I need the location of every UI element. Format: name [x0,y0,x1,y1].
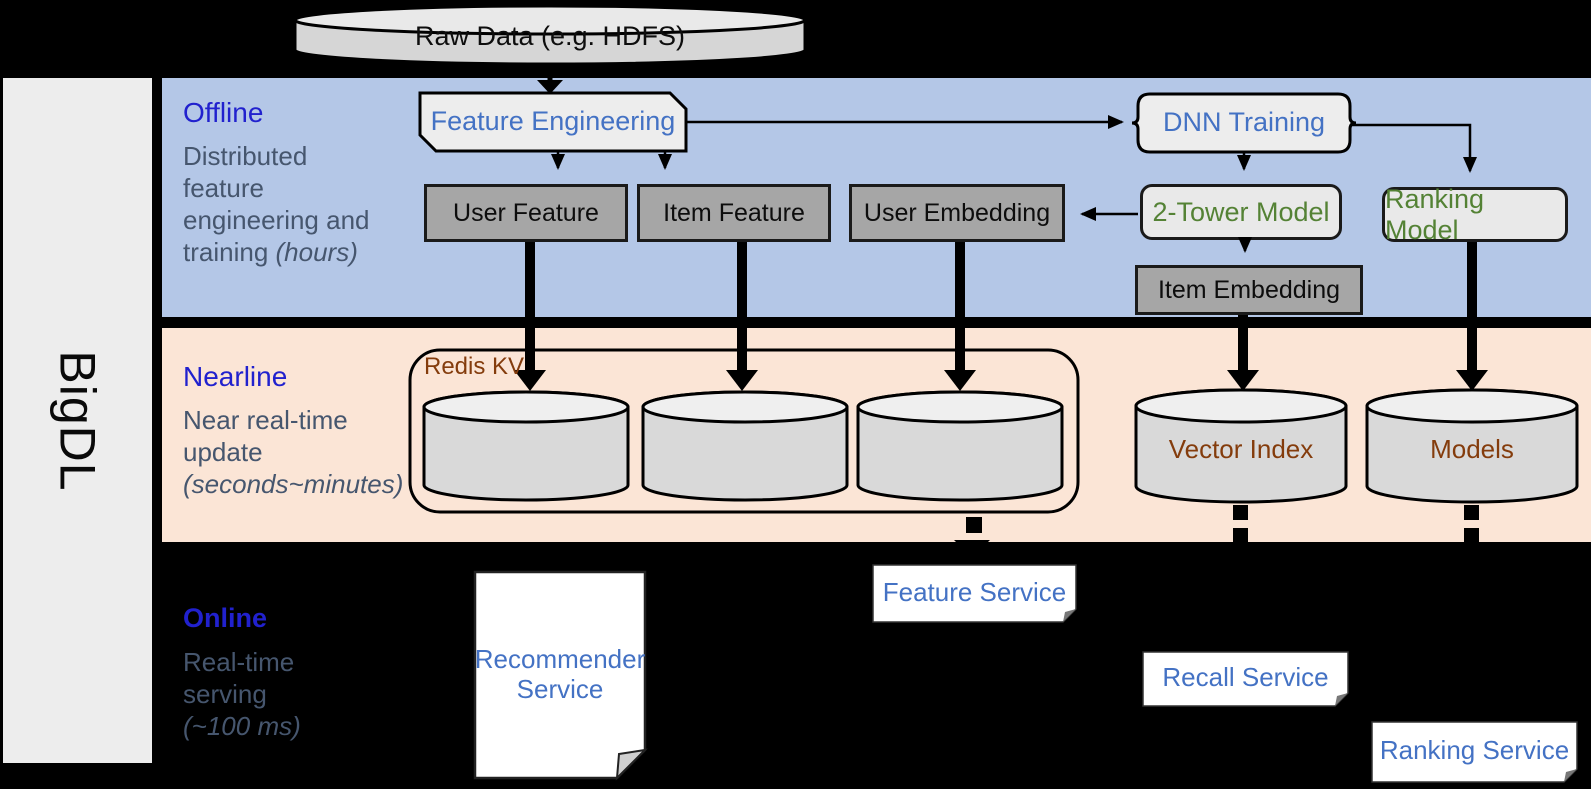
item-embedding-node: Item Embedding [1135,265,1363,315]
dnn-training-label: DNN Training [1162,107,1326,138]
recall-service-label: Recall Service [1162,662,1329,693]
bigdl-sidebar: BigDL [3,78,152,763]
online-desc-line3: (~100 ms) [183,711,301,741]
item-embedding-label: Item Embedding [1157,275,1341,304]
offline-desc-line4: training (hours) [183,237,358,267]
user-feature-label: User Feature [453,198,599,227]
vector-index-label: Vector Index [1168,433,1314,464]
ranking-service-label: Ranking Service [1379,735,1570,766]
nearline-lane-description: Near real-time update (seconds~minutes) [183,404,443,500]
recommender-service-label: Recommender Service [474,644,646,704]
item-feature-node: Item Feature [637,184,831,242]
raw-data-label: Raw Data (e.g. HDFS) [414,21,686,52]
two-tower-model-label: 2-Tower Model [1152,196,1330,227]
nearline-lane-title: Nearline [183,360,288,392]
offline-desc-line3: engineering and [183,205,370,235]
user-feature-node: User Feature [424,184,628,242]
models-label: Models [1430,433,1514,464]
user-embedding-label: User Embedding [863,198,1051,227]
offline-lane-title: Offline [183,96,264,128]
feature-service-label: Feature Service [882,576,1067,607]
nearline-desc-line3: (seconds~minutes) [183,469,404,499]
online-lane-description: Real-time serving (~100 ms) [183,646,433,742]
offline-lane-description: Distributed feature engineering and trai… [183,140,433,268]
redis-kv-label: Redis KV [424,353,525,381]
online-desc-line1: Real-time [183,647,295,677]
offline-desc-line2: feature [183,173,264,203]
two-tower-model-node: 2-Tower Model [1140,184,1342,240]
online-lane-title: Online [183,603,268,634]
offline-desc-line1: Distributed [183,141,308,171]
nearline-desc-line1: Near real-time [183,405,348,435]
item-feature-label: Item Feature [663,198,805,227]
user-embedding-node: User Embedding [849,184,1065,242]
ranking-model-label: Ranking Model [1385,183,1485,245]
online-desc-line2: serving [183,679,267,709]
bigdl-brand-label: BigDL [49,349,106,492]
nearline-desc-line2: update [183,437,263,467]
ranking-model-node: Ranking Model [1382,184,1568,245]
feature-engineering-label: Feature Engineering [430,106,676,137]
